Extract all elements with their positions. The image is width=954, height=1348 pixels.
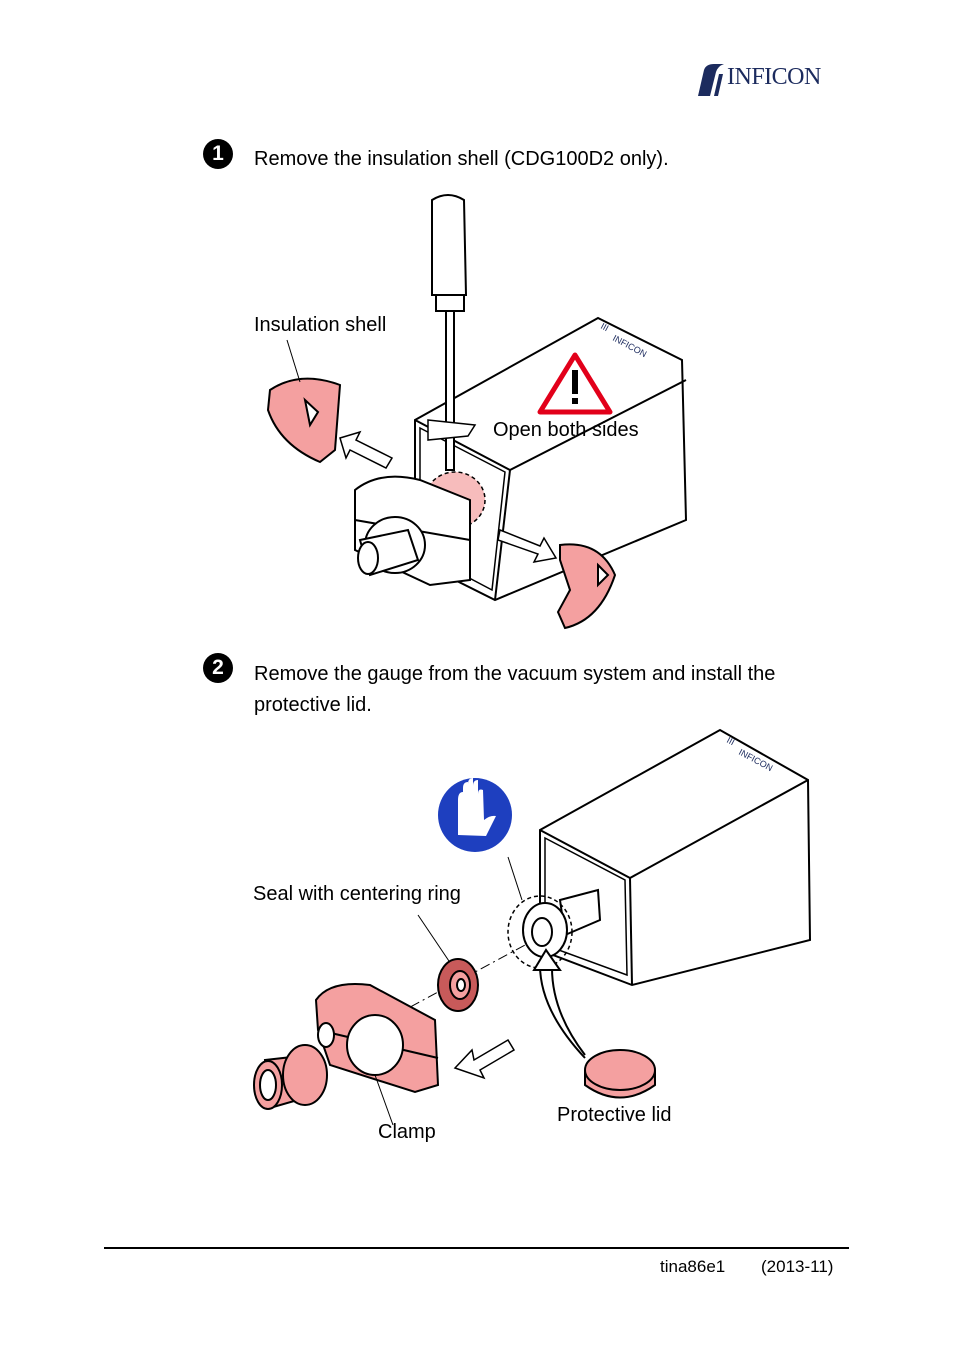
gauge-brand-2: III [725,735,736,747]
label-insulation-shell: Insulation shell [254,314,387,336]
footer-doc-id: tina86e1 [660,1257,726,1276]
label-seal: Seal with centering ring [253,883,461,905]
insulation-shell-right [556,543,617,630]
gauge-body-2 [539,728,812,987]
inficon-logo-mark-icon [698,64,724,96]
rotate-arrow-icon [427,419,477,441]
inficon-logo [694,62,846,98]
arrow-left-icon [339,430,394,469]
step-1-text: Remove the insulation shell (CDG100D2 on… [254,148,669,170]
label-clamp: Clamp [378,1121,436,1143]
logo-text: INFICON [727,64,821,90]
flange-dashed-outline [507,895,573,969]
seal-centering-ring [437,958,479,1012]
footer-rule [104,1247,849,1249]
clamp-2 [314,983,440,1094]
figure-2-illustration: III INFICON [253,728,812,1126]
arrow-down-left-icon [453,1038,516,1080]
footer-date: (2013-11) [761,1257,834,1276]
arrow-right-icon [497,528,558,564]
pipe-flange [253,1044,328,1110]
gauge-brand-1: III [599,321,610,333]
arrow-curve-line [539,964,586,1059]
step-2-text: Remove the gauge from the vacuum system … [254,663,776,716]
warning-icon [537,352,613,415]
figure-1-illustration: III INFICON [266,194,688,630]
arrow-curve-head-icon [532,948,562,971]
gauge-flange [522,888,602,958]
leader-clamp [374,1074,394,1126]
clamp-1 [354,475,471,587]
gloves-icon [438,778,512,852]
protective-lid [584,1049,656,1099]
label-open-both-sides: Open both sides [493,419,639,441]
leader-glove [507,856,523,901]
label-protective-lid: Protective lid [557,1104,672,1126]
insulation-shell-left [266,377,342,464]
step-2-bullet: 2 [203,653,233,683]
step-1-bullet: 1 [203,139,233,169]
leader-insulation-shell [286,339,301,383]
